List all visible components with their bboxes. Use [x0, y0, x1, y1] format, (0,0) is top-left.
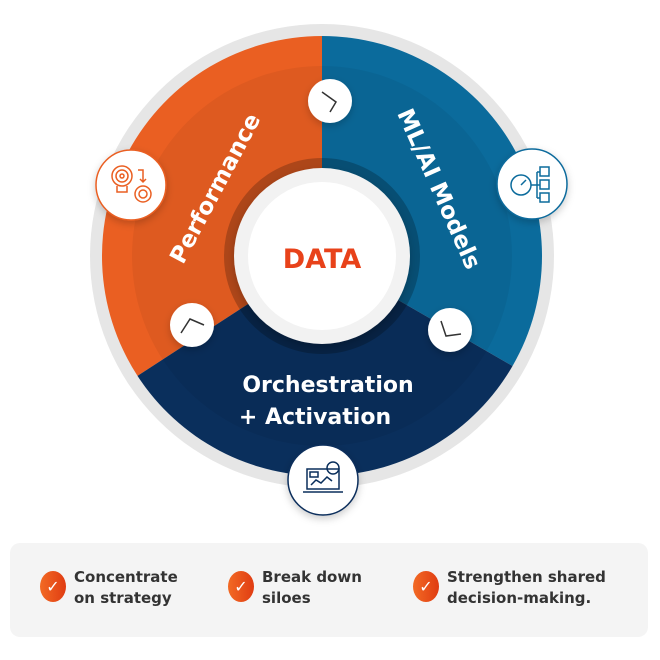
benefit-line: siloes [262, 589, 311, 607]
benefit-line: on strategy [74, 589, 172, 607]
benefit-line: decision-making. [447, 589, 592, 607]
orchestration-dashboard-icon [287, 444, 359, 516]
arrow-marker-right [428, 308, 472, 352]
center-circle [248, 182, 396, 330]
benefits-panel: ✓ Concentrate on strategy ✓ Break down sil… [10, 543, 648, 637]
check-icon: ✓ [228, 571, 254, 602]
center-label: DATA [283, 244, 362, 275]
arrow-marker-top [308, 79, 352, 123]
chevron-down-icon [440, 320, 462, 337]
segment-orchestration [137, 256, 513, 476]
benefit-item: ✓ Concentrate on strategy [40, 567, 178, 609]
benefit-line: Strengthen shared [447, 568, 606, 586]
chevron-right-icon [321, 91, 337, 113]
check-icon: ✓ [40, 571, 66, 602]
check-icon: ✓ [413, 571, 439, 602]
data-cycle-diagram: DATA Performance ML/AI Models Orchestrat… [90, 24, 568, 516]
performance-target-icon [95, 149, 167, 221]
benefit-line: Concentrate [74, 568, 178, 586]
benefit-item: ✓ Strengthen shared decision-making. [413, 567, 606, 609]
benefit-item: ✓ Break down siloes [228, 567, 362, 609]
segment-label-activation: + Activation [239, 405, 391, 430]
ml-gauge-checklist-icon [496, 148, 568, 220]
arrow-marker-left [170, 303, 214, 347]
chevron-up-icon [180, 318, 205, 334]
segment-label-orchestration: Orchestration [242, 373, 413, 398]
benefit-line: Break down [262, 568, 362, 586]
